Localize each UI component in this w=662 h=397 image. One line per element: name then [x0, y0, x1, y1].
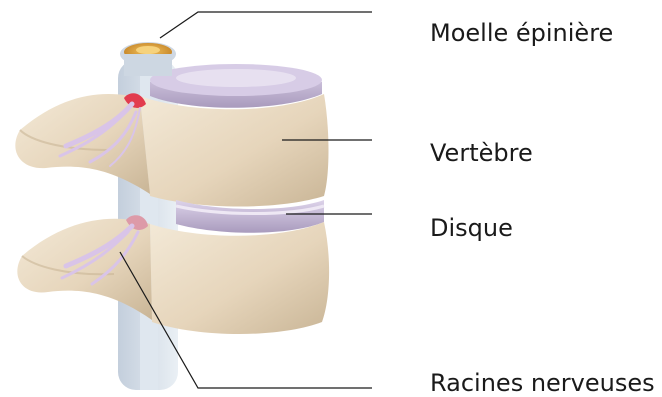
label-spinal-cord: Moelle épinière	[430, 19, 613, 47]
upper-vertebra	[15, 94, 328, 207]
upper-disc	[150, 64, 322, 108]
label-vertebra: Vertèbre	[430, 139, 533, 167]
spinal-cord-top	[120, 42, 176, 76]
leader-line-spinal-cord	[160, 12, 372, 38]
label-disc: Disque	[430, 214, 513, 242]
label-nerve-roots: Racines nerveuses	[430, 369, 655, 397]
